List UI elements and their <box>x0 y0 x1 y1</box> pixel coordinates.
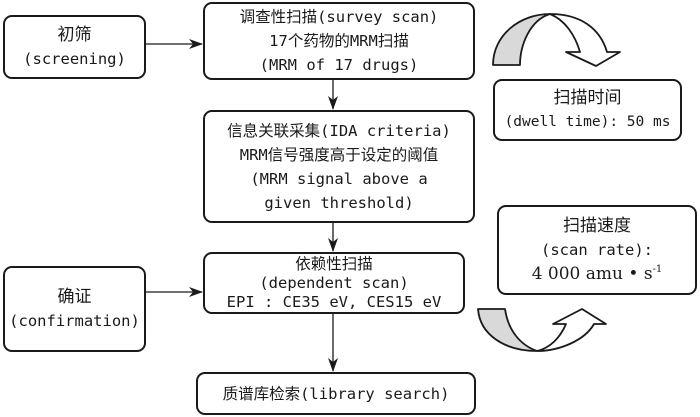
node-confirmation-en: (confirmation) <box>9 312 140 330</box>
node-ida-line4: given threshold) <box>264 193 414 212</box>
node-dependent-line1: 依赖性扫描 <box>295 254 373 273</box>
node-survey-scan-line3: (MRM of 17 drugs) <box>259 56 419 74</box>
node-dependent-line2: (dependent scan) <box>259 273 409 292</box>
node-confirmation-zh: 确证 <box>57 287 92 307</box>
node-dependent-scan: 依赖性扫描 (dependent scan) EPI : CE35 eV, CE… <box>203 252 465 314</box>
node-screening: 初筛 (screening) <box>3 15 146 79</box>
node-dependent-line3: EPI : CE35 eV, CES15 eV <box>226 292 442 311</box>
curved-arrow-bottom-tail <box>477 308 538 352</box>
node-confirmation: 确证 (confirmation) <box>3 266 146 352</box>
curved-arrow-bottom-head <box>536 308 607 352</box>
curved-arrow-top-tail <box>492 13 551 66</box>
node-survey-scan: 调查性扫描(survey scan) 17个药物的MRM扫描 (MRM of 1… <box>203 2 475 80</box>
node-ida-line1: 信息关联采集(IDA criteria) <box>227 121 451 140</box>
node-dwell-line1: 扫描时间 <box>553 88 622 108</box>
node-ida-criteria: 信息关联采集(IDA criteria) MRM信号强度高于设定的阈值 (MRM… <box>203 110 475 223</box>
node-library-search: 质谱库检索(library search) <box>196 372 476 415</box>
node-scan-rate-line3: 4 000 amu • s-1 <box>532 262 663 286</box>
node-scan-rate: 扫描速度 (scan rate): 4 000 amu • s-1 <box>497 205 697 295</box>
node-screening-en: (screening) <box>23 50 126 68</box>
node-survey-scan-line2: 17个药物的MRM扫描 <box>269 32 409 50</box>
node-scan-rate-line1: 扫描速度 <box>563 216 631 236</box>
node-dwell-time: 扫描时间 (dwell time): 50 ms <box>493 79 682 141</box>
node-screening-zh: 初筛 <box>57 25 92 45</box>
node-ida-line3: (MRM signal above a <box>250 169 428 188</box>
node-library-line1: 质谱库检索(library search) <box>222 384 450 403</box>
curved-arrow-bottom <box>477 308 607 352</box>
scan-rate-exponent: -1 <box>652 264 663 275</box>
scan-rate-value: 4 000 amu • s <box>531 264 653 284</box>
node-survey-scan-line1: 调查性扫描(survey scan) <box>239 8 439 26</box>
node-ida-line2: MRM信号强度高于设定的阈值 <box>239 145 439 164</box>
node-scan-rate-line2: (scan rate): <box>541 241 653 259</box>
curved-arrow-top <box>492 13 621 67</box>
curved-arrow-top-head <box>549 13 621 67</box>
node-dwell-line2: (dwell time): 50 ms <box>504 114 671 130</box>
